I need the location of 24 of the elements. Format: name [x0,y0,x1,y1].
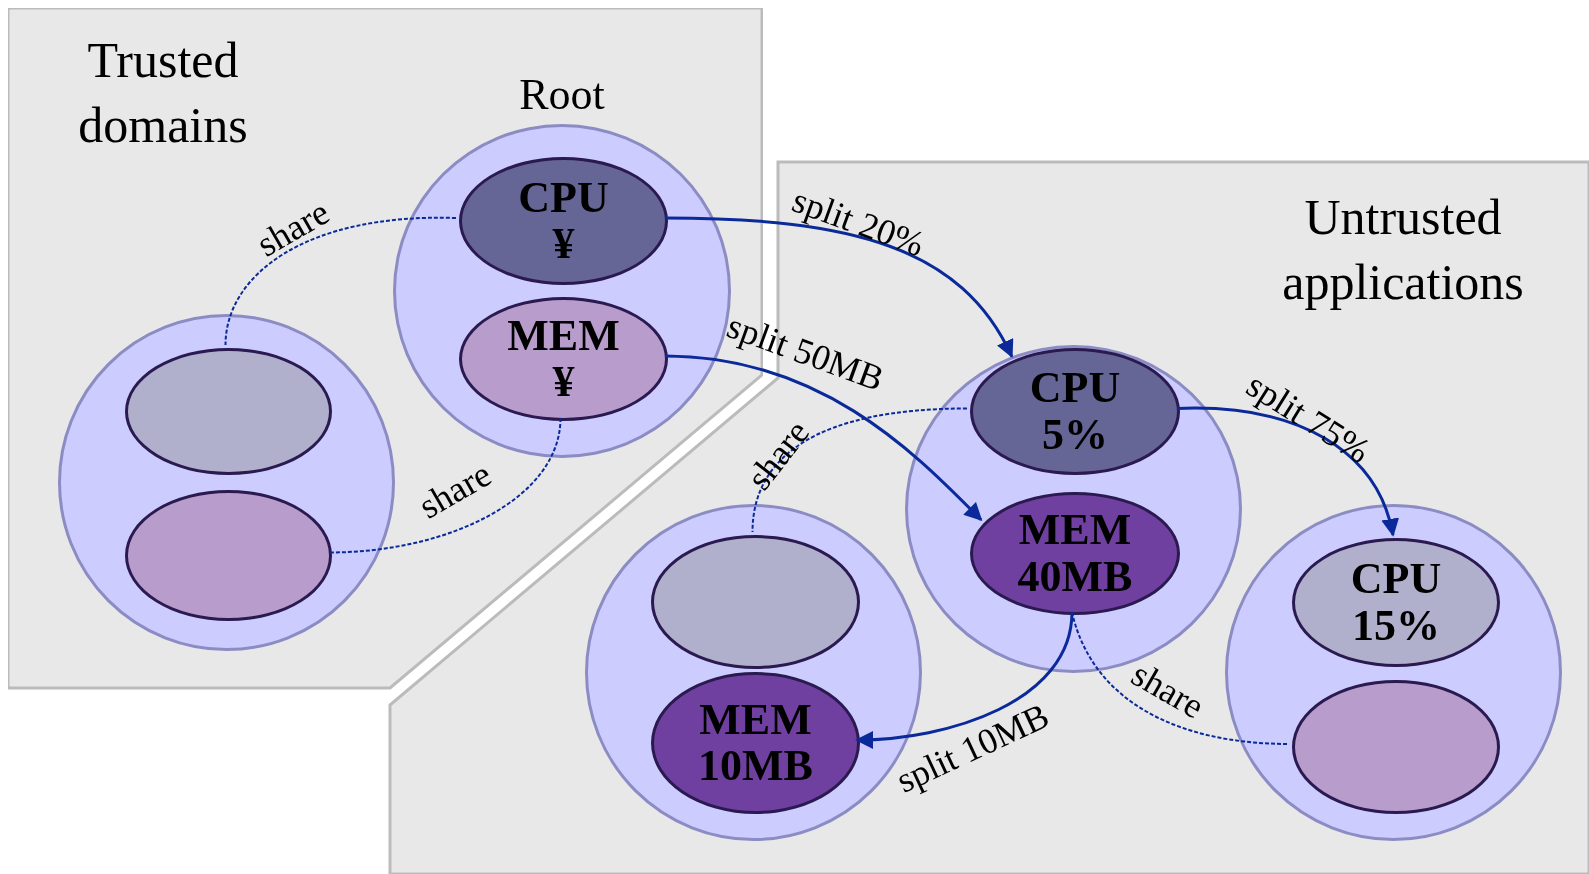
edge-label: split 75% [1238,363,1378,473]
connector-line [328,417,562,554]
resource-label: MEM ¥ [507,312,620,406]
arrow [1177,406,1398,537]
connector-line [1071,611,1290,745]
edge-label: share [411,452,499,528]
resource-label: CPU 15% [1350,556,1442,649]
region-title: Untrusted applications [1281,188,1525,312]
edge-label: split 10MB [889,694,1055,802]
edge-label: share [1124,652,1212,728]
connector-line [224,217,457,346]
edge-label: split 50MB [721,304,889,400]
circle-heading: Root [518,69,606,121]
resource-label: MEM 10MB [698,696,813,790]
resource-label: CPU ¥ [518,174,609,268]
arrow [664,216,1014,359]
resource-label: CPU 5% [1029,365,1121,458]
edge-label: share [249,190,337,266]
connector-line [751,407,968,533]
region-title: Trusted domains [77,31,249,155]
resource-label: MEM 40MB [1017,507,1133,600]
arrow [855,611,1074,749]
edge-label: split 20% [786,178,930,266]
arrow [664,354,983,522]
